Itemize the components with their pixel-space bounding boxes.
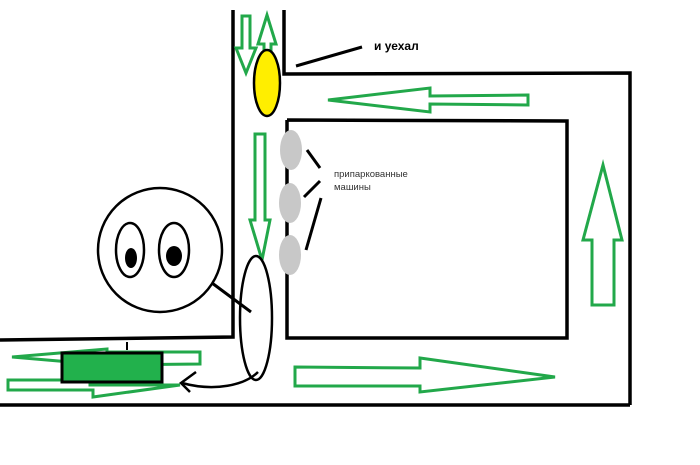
parked-car: [279, 235, 301, 275]
observer-face: [96, 186, 224, 314]
vertical-road-left-edge: [0, 10, 235, 342]
curved-arrow: [181, 371, 259, 389]
parked-cars: [279, 130, 302, 275]
turn-loop: [238, 254, 274, 382]
arrow-right-bottom-road: [293, 356, 556, 394]
right-pupil: [166, 246, 182, 266]
arrow-down-small: [233, 14, 259, 78]
label-parked-cars-2: машины: [334, 182, 371, 193]
left-pupil: [125, 248, 137, 268]
pointer-lines: [211, 45, 363, 314]
pointer-line: [211, 281, 252, 314]
my-car: [60, 351, 164, 384]
maneuver-path: [179, 254, 274, 393]
pointer-line: [304, 197, 323, 251]
label-parked-cars-1: припаркованные: [334, 169, 408, 180]
pointer-line: [305, 149, 322, 169]
pointer-line: [295, 45, 363, 68]
arrow-down-long: [247, 132, 272, 261]
parked-car: [280, 130, 302, 170]
arrow-left-top-road: [327, 86, 530, 114]
parked-car: [279, 183, 301, 223]
leaving-car: [252, 48, 282, 118]
label-drove-off: и уехал: [374, 39, 419, 53]
curved-arrow-head: [179, 370, 197, 393]
arrow-up-right-road: [581, 159, 624, 307]
vertical-road-right-edge-top: [282, 10, 632, 405]
inner-block-edge: [285, 118, 569, 340]
pointer-line: [302, 179, 322, 199]
road-edges: [0, 10, 632, 407]
